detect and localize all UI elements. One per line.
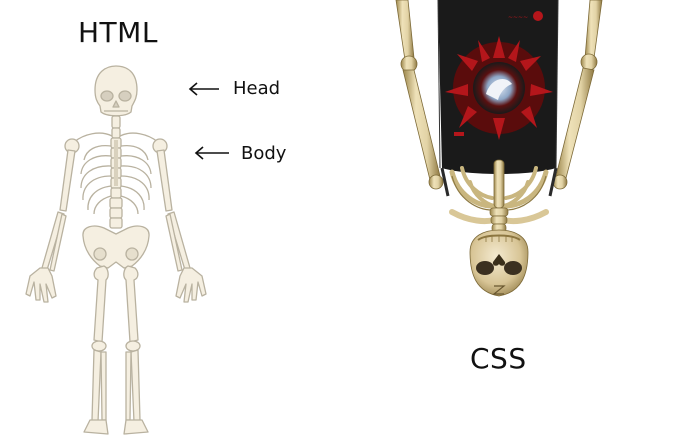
rib-cage (80, 140, 152, 215)
skull (469, 229, 529, 297)
shirt-print: ~~~~ (445, 11, 553, 140)
left-arm (395, 0, 444, 190)
t-shirt: ~~~~ (437, 0, 559, 174)
head-label: Head (233, 78, 281, 99)
right-arm (152, 138, 207, 303)
right-leg (123, 265, 149, 435)
sternum (493, 159, 505, 209)
skeleton-upright-illustration (25, 65, 207, 435)
left-arrow-icon (188, 82, 219, 96)
clavicle (119, 132, 159, 143)
left-arrow-icon (194, 146, 229, 160)
svg-text:~~~~: ~~~~ (508, 14, 528, 21)
left-leg (83, 265, 109, 435)
skull (94, 65, 138, 117)
left-arm (25, 138, 80, 303)
clavicle (501, 209, 549, 224)
skeleton-upside-down-illustration: ~~~~ (395, 0, 603, 297)
rib-shadow (451, 175, 547, 211)
clavicle (449, 209, 497, 224)
body-label: Body (241, 143, 287, 164)
html-title: HTML (78, 16, 158, 49)
pelvis (82, 225, 150, 269)
right-arm (552, 0, 603, 190)
clavicle (73, 132, 113, 143)
neck (489, 207, 509, 233)
css-title: CSS (470, 342, 527, 375)
rib-cage (449, 166, 549, 209)
